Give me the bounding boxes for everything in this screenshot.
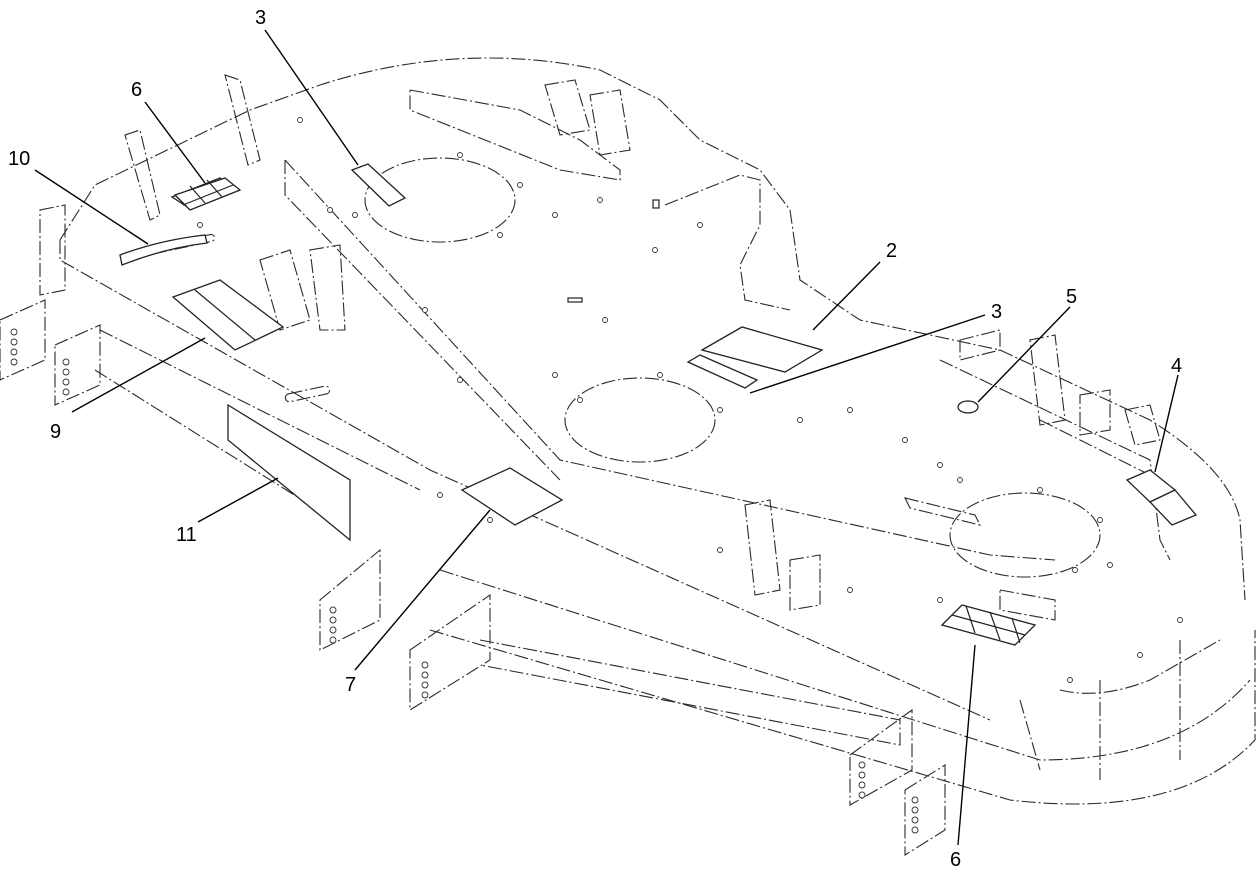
leader-5 — [977, 306, 1071, 403]
decal-10 — [119, 234, 208, 266]
decal-5 — [957, 400, 979, 414]
leader-7 — [354, 509, 491, 671]
callout-11: 11 — [176, 524, 197, 546]
leader-11 — [197, 477, 279, 523]
center-spindle-hole — [564, 377, 716, 463]
left-spindle-hole — [364, 157, 516, 243]
callout-4: 4 — [1171, 355, 1182, 377]
leader-9 — [71, 337, 206, 413]
leader-6-left — [144, 101, 206, 184]
decal-3-right — [686, 354, 759, 389]
leader-3-right — [749, 314, 986, 394]
mounting-brackets — [39, 74, 1161, 611]
decal-9 — [171, 279, 285, 351]
callout-3-top: 3 — [255, 7, 266, 29]
callout-5: 5 — [1066, 286, 1077, 308]
decal-2 — [700, 326, 824, 373]
leader-10 — [34, 169, 149, 245]
decal-7 — [460, 467, 564, 526]
leader-3-top — [264, 29, 359, 166]
callout-2: 2 — [886, 240, 897, 262]
callout-6-left: 6 — [131, 79, 142, 101]
spindle-openings — [364, 157, 1101, 578]
decal-3-top — [350, 163, 407, 207]
leader-6-right — [957, 644, 976, 846]
right-spindle-hole — [949, 492, 1101, 578]
bolt-holes — [197, 117, 1183, 683]
height-adjust-plates — [0, 299, 946, 856]
callout-6-right: 6 — [950, 849, 961, 870]
callout-9: 9 — [50, 421, 61, 443]
callout-labels: 3 6 10 9 11 7 2 3 5 4 6 — [8, 7, 1182, 870]
leader-2 — [812, 261, 881, 331]
callout-7: 7 — [345, 674, 356, 696]
decal-6-right-grid — [940, 604, 1037, 646]
callout-3-right: 3 — [991, 301, 1002, 323]
decals — [119, 163, 1198, 646]
decal-11 — [227, 403, 351, 542]
leader-4 — [1154, 374, 1179, 473]
decal-6-left-grid — [170, 177, 242, 211]
leader-lines — [34, 29, 1179, 846]
decal-4 — [1125, 469, 1198, 526]
callout-10: 10 — [8, 148, 30, 170]
